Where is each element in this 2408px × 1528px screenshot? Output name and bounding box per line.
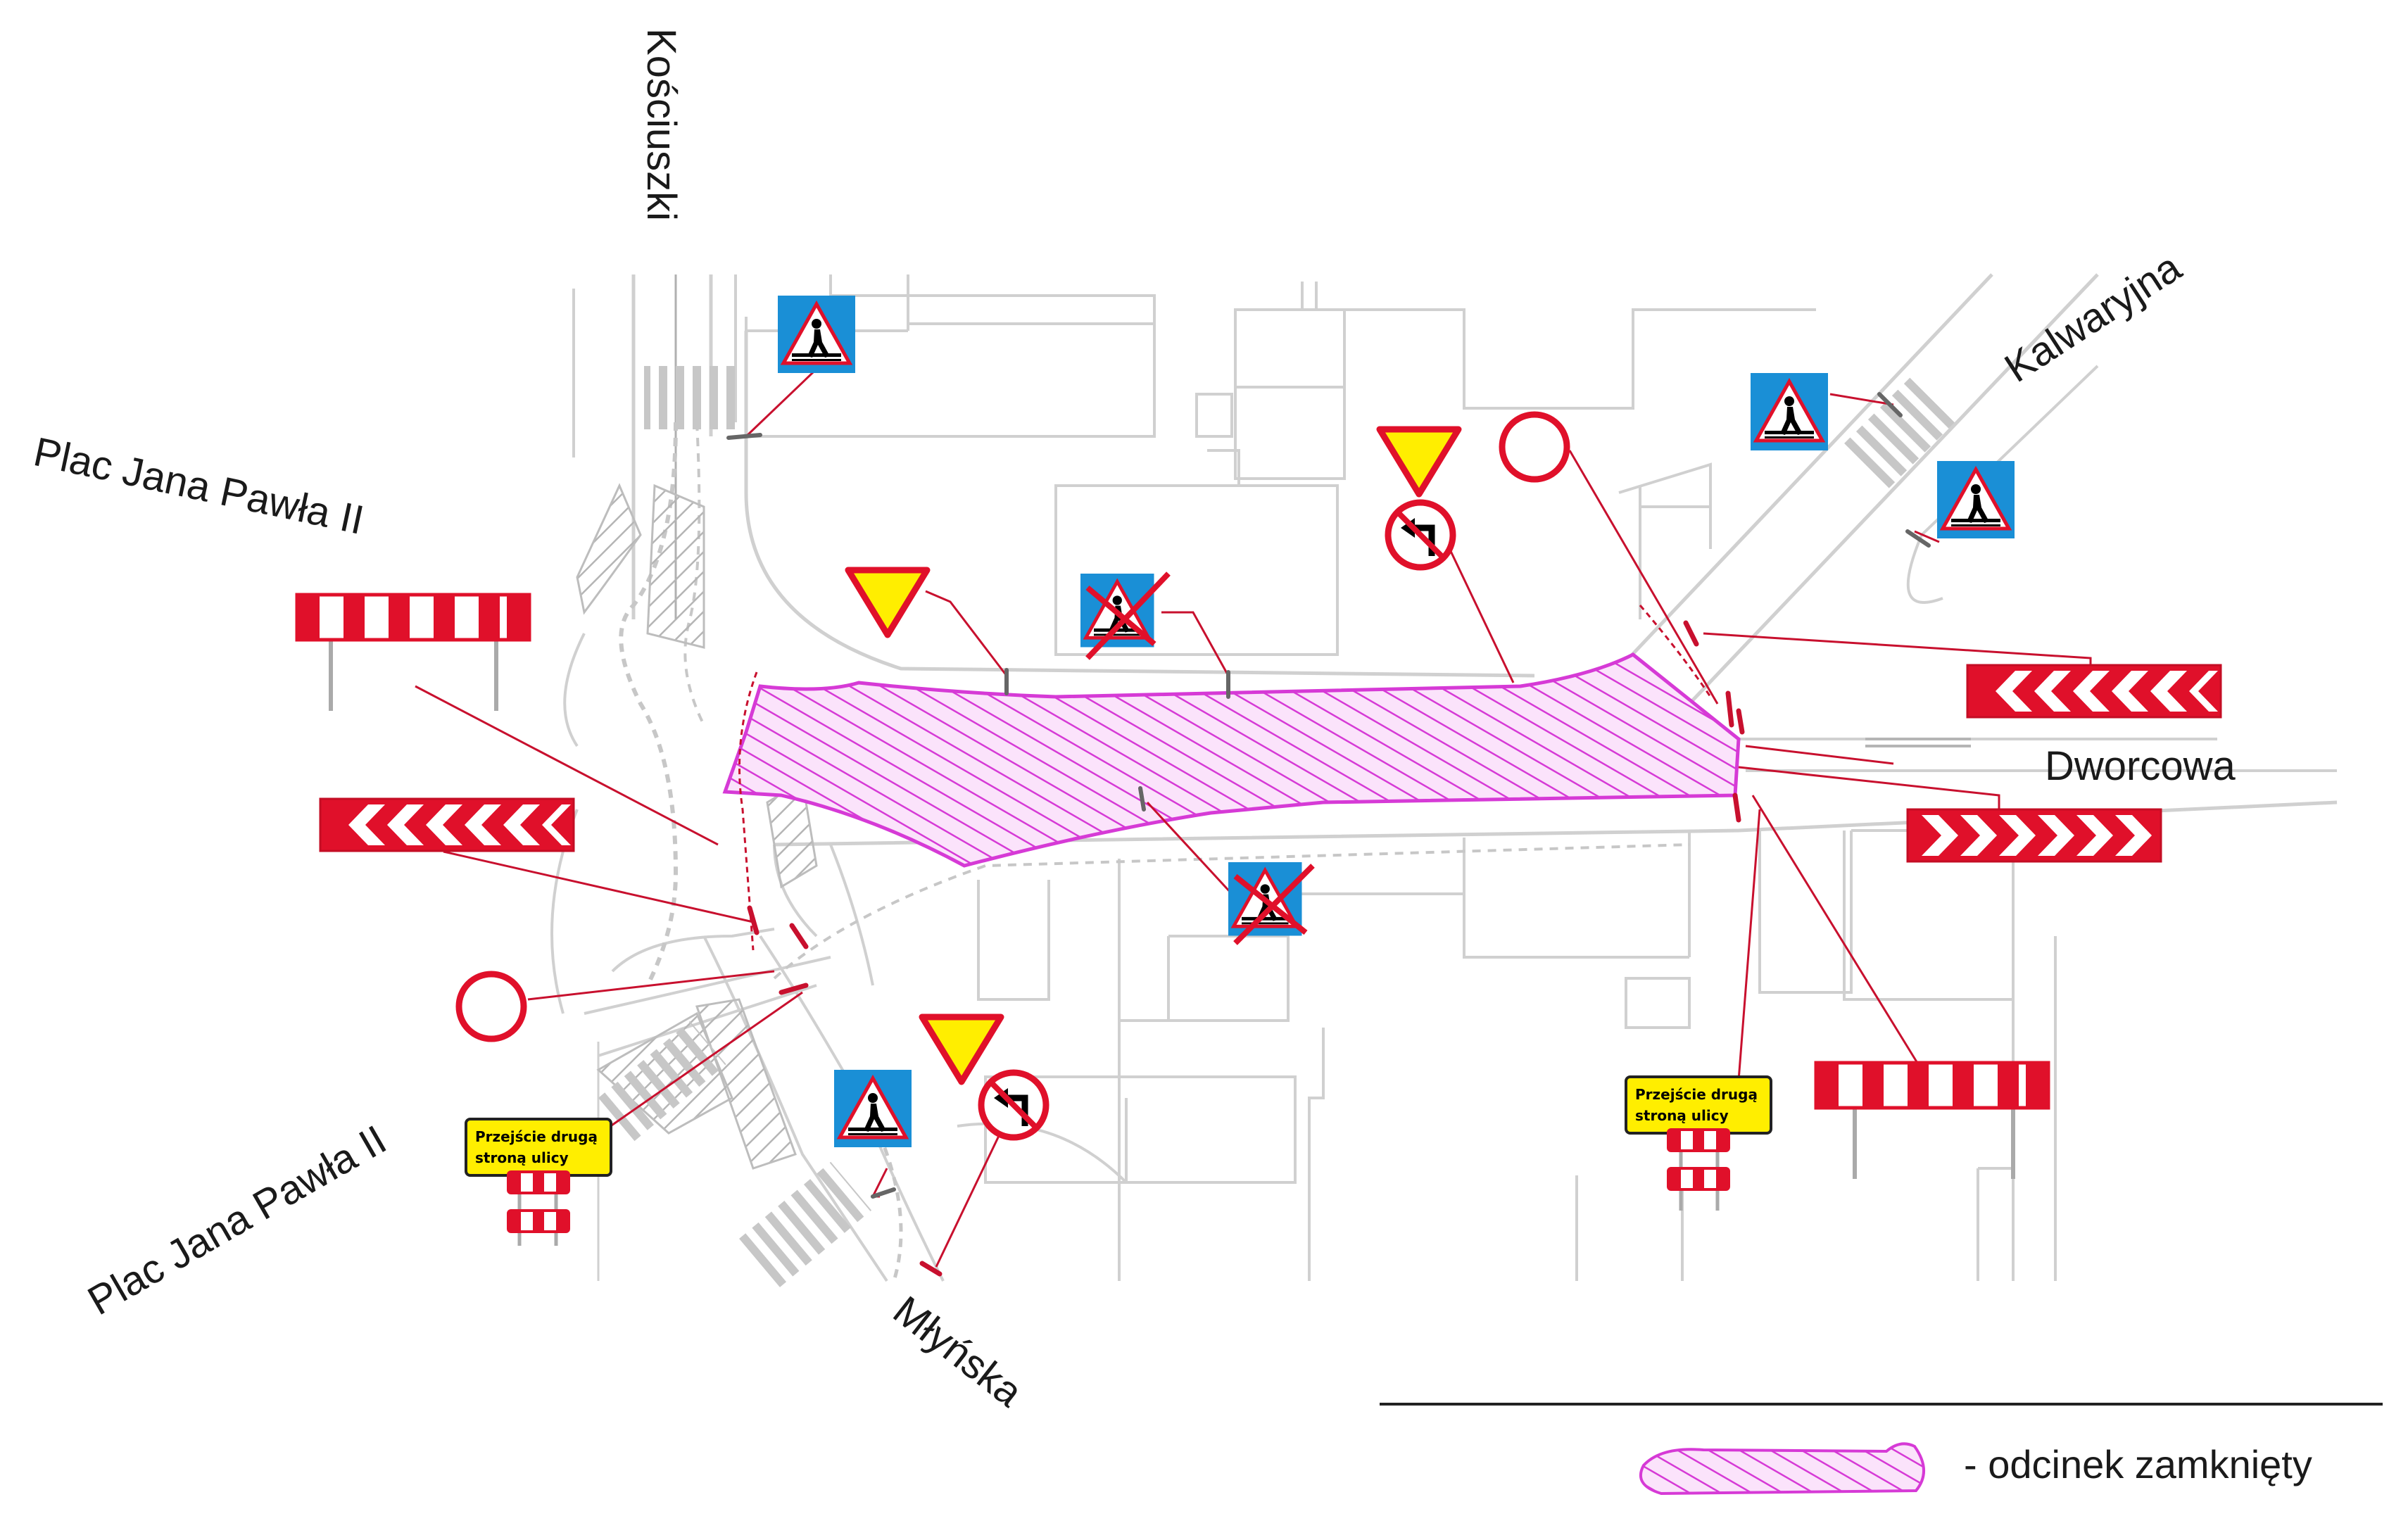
closure-posts — [747, 620, 1745, 1277]
detour-sign-west: Przejście drugą stroną ulicy — [465, 1118, 612, 1246]
chevron-left-board-west — [319, 797, 575, 852]
closed-section-area — [722, 652, 1741, 868]
no-pedestrian-crossing-sign-north — [1080, 572, 1171, 660]
legend-closed-label: - odcinek zamknięty — [1964, 1442, 2312, 1486]
street-label-plac-south: Plac Jana Pawła II — [80, 1116, 394, 1324]
barrier-board-east — [1816, 1063, 2048, 1179]
detour-sign-west-line2: stroną ulicy — [475, 1149, 569, 1166]
chevron-left-board-east — [1966, 664, 2222, 719]
detour-sign-east-line1: Przejście drugą — [1635, 1086, 1758, 1103]
detour-sign-east-line2: stroną ulicy — [1635, 1107, 1729, 1124]
pedestrian-crossing-sign-kalwaryjna-2 — [1937, 461, 2015, 538]
sign-posts — [726, 392, 1931, 1199]
yield-sign-south — [922, 1017, 1001, 1082]
street-label-dworcowa: Dworcowa — [2045, 743, 2236, 789]
no-left-turn-sign-south — [981, 1073, 1046, 1137]
yield-sign-northeast — [1380, 429, 1458, 494]
pedestrian-crossing-sign-kosciuszki — [778, 296, 855, 373]
street-label-plac-north: Plac Jana Pawła II — [30, 429, 367, 543]
pedestrian-crossing-sign-kalwaryjna-1 — [1751, 373, 1828, 450]
detour-sign-west-line1: Przejście drugą — [475, 1128, 598, 1145]
street-label-mlynska: Młyńska — [885, 1287, 1031, 1416]
pedestrian-crossing-sign-mlynska — [834, 1070, 912, 1147]
barrier-board-west — [297, 595, 529, 711]
legend: - odcinek zamknięty — [1380, 1403, 2383, 1496]
yield-sign-north — [848, 570, 927, 635]
legend-closed-swatch — [1639, 1442, 1925, 1496]
no-pedestrian-crossing-sign-south — [1228, 862, 1315, 945]
no-left-turn-sign-north — [1388, 503, 1453, 567]
chevron-right-board-east — [1906, 808, 2162, 863]
street-label-kosciuszki: Kościuszki — [638, 28, 684, 221]
detour-sign-east: Przejście drugą stroną ulicy — [1625, 1075, 1772, 1211]
no-entry-sign-west — [459, 974, 524, 1039]
no-entry-sign-east — [1502, 415, 1567, 479]
